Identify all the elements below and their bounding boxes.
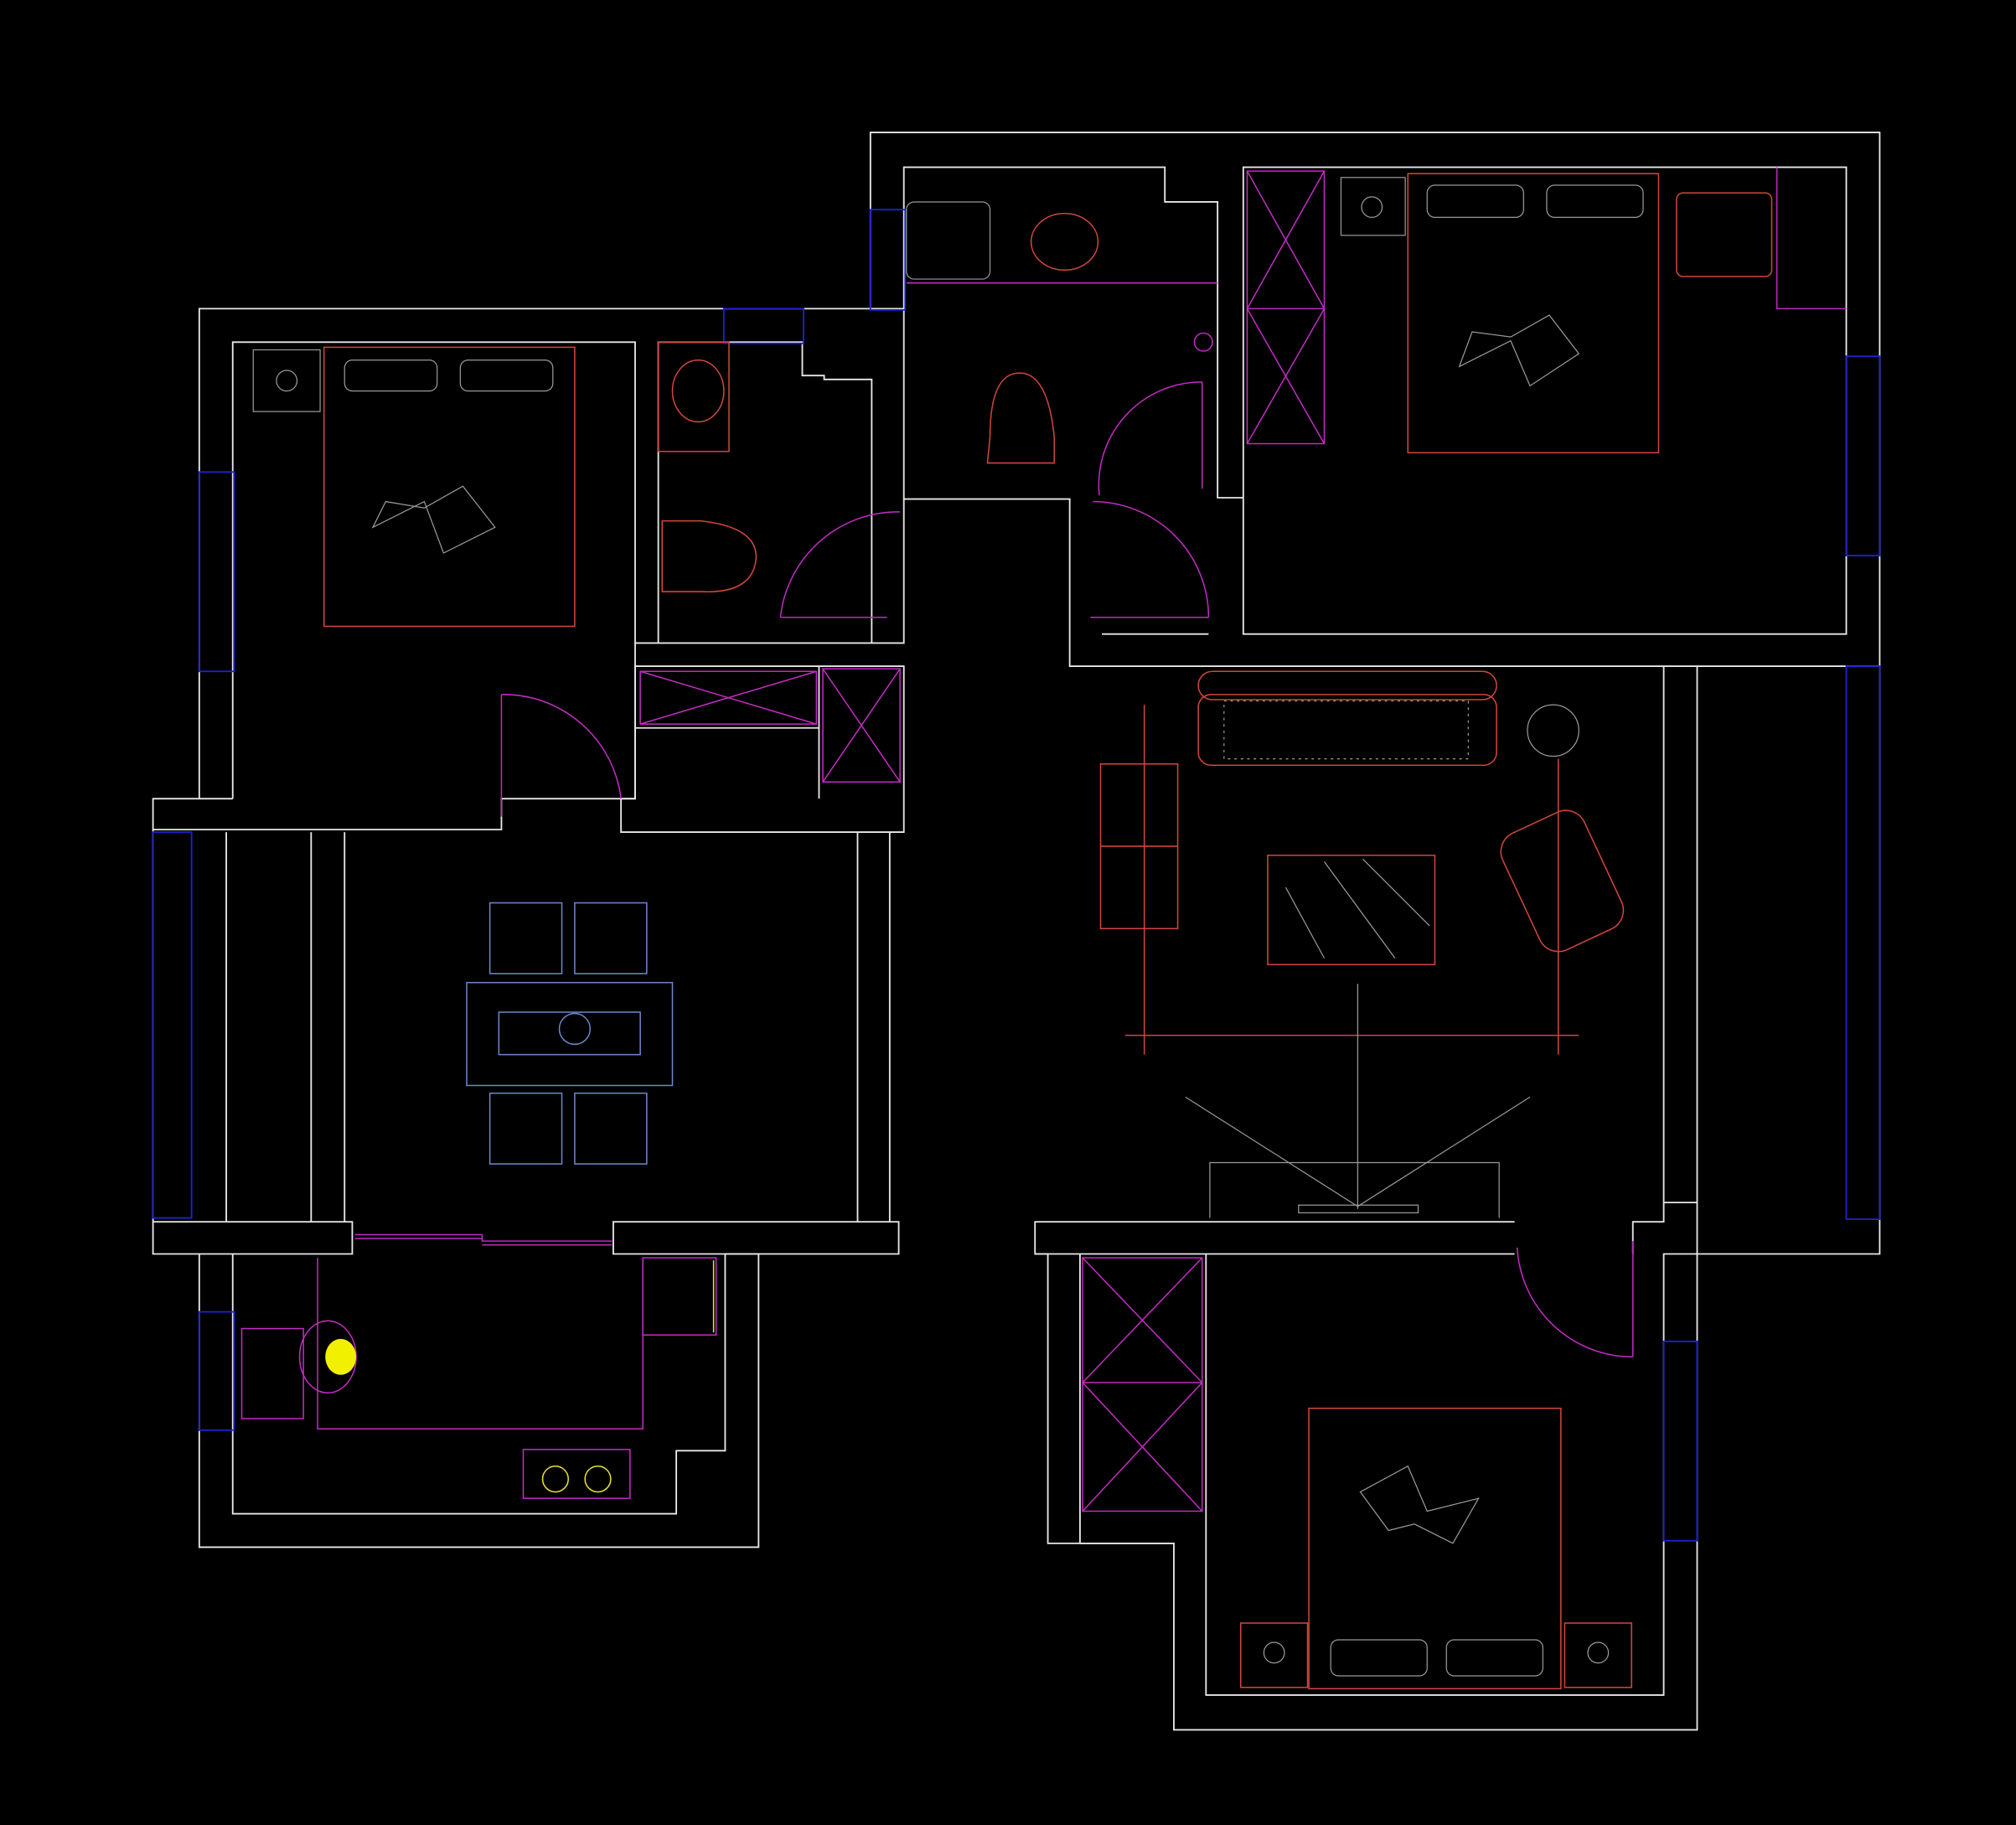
wardrobe-hall <box>639 670 818 725</box>
dining-chair <box>574 902 648 975</box>
dining-table <box>466 981 674 1087</box>
desk <box>1776 167 1847 310</box>
dining-walls <box>152 830 900 1255</box>
burner-icon <box>584 1466 612 1493</box>
basin-icon <box>1030 213 1099 271</box>
cushion-icon <box>371 485 496 554</box>
dining-chair <box>488 902 563 975</box>
bed <box>1308 1407 1562 1690</box>
pillow <box>1445 1639 1543 1677</box>
sofa <box>1197 694 1497 767</box>
walls <box>152 132 1881 1731</box>
viewing-lines <box>1185 1096 1531 1207</box>
shower-tray <box>906 201 991 280</box>
counter <box>317 1258 644 1430</box>
bed <box>1407 173 1660 454</box>
left-bedroom-furniture <box>252 346 576 628</box>
sofa-back <box>1197 670 1497 701</box>
lamp-icon <box>276 370 298 392</box>
person-head <box>325 1338 357 1375</box>
sliding-door-kitchen <box>354 1233 613 1246</box>
armchair <box>1500 809 1625 953</box>
pillow <box>1426 184 1524 219</box>
window-dining <box>152 831 193 1219</box>
wardrobe-right-bedroom <box>1246 170 1326 445</box>
door-bath2 <box>1098 381 1203 496</box>
glass-reflection <box>1285 858 1430 959</box>
floor-lamp-icon <box>1527 704 1579 757</box>
window-right-bedroom <box>1845 355 1881 556</box>
dining-chair <box>488 1092 563 1165</box>
pillow <box>1330 1639 1428 1677</box>
bath2-walls <box>870 166 1848 635</box>
sink-icon <box>671 359 725 423</box>
tv-icon <box>1298 1204 1419 1214</box>
floor-drain-icon <box>1193 332 1213 352</box>
stove <box>522 1449 631 1499</box>
pillow <box>1546 184 1644 219</box>
window-bottom-bedroom <box>1662 1340 1698 1542</box>
sofa-cushions <box>1223 700 1469 760</box>
doors <box>354 381 1634 1358</box>
wardrobes <box>639 170 1326 1512</box>
left-bedroom-outer <box>198 308 871 799</box>
windows <box>152 209 1881 1542</box>
door-bath1 <box>779 511 901 618</box>
dining-furniture <box>466 902 674 1165</box>
refrigerator <box>642 1257 717 1336</box>
window-kitchen <box>198 1311 235 1431</box>
nightstand <box>252 349 321 412</box>
bottom-bedroom-walls <box>1035 666 1698 1696</box>
window-bath1 <box>722 308 804 344</box>
closet-block <box>620 665 905 833</box>
nightstand <box>1564 1622 1632 1688</box>
kitchen-walls <box>198 1253 760 1548</box>
wardrobe-bottom-bedroom <box>1082 1257 1203 1512</box>
right-bedroom-furniture <box>1340 167 1847 454</box>
armchair <box>1676 192 1773 277</box>
wardrobe-hall-2 <box>822 668 901 783</box>
nightstand <box>1340 177 1406 236</box>
vanity <box>657 341 730 452</box>
table-glass <box>498 1011 641 1056</box>
nightstand <box>1239 1622 1309 1688</box>
toilet-icon <box>986 372 1056 464</box>
bath2-fixtures <box>906 201 1218 464</box>
coffee-table <box>1267 854 1436 965</box>
bed <box>323 346 576 628</box>
toilet-icon <box>661 520 757 592</box>
door-right-bedroom <box>1090 500 1210 618</box>
kitchen-furniture <box>240 1257 717 1499</box>
lamp-icon <box>1263 1641 1285 1664</box>
left-bedroom-inner <box>152 341 636 830</box>
bottom-bedroom-furniture <box>1239 1407 1632 1690</box>
pillow <box>344 359 438 392</box>
cushion-icon <box>1458 314 1580 387</box>
tv-wall <box>1209 1161 1500 1218</box>
lamp-icon <box>1587 1641 1610 1664</box>
dining-chair <box>574 1092 648 1165</box>
cushion-icon <box>1359 1465 1480 1544</box>
door-bottom-bedroom <box>1516 1241 1634 1358</box>
window-bath2 <box>869 209 907 311</box>
centerpiece-icon <box>558 1012 592 1046</box>
bath1-fixtures <box>657 341 757 592</box>
rug-outline <box>1124 705 1579 1055</box>
burner-icon <box>541 1466 569 1493</box>
double-sink <box>240 1327 304 1419</box>
lamp-icon <box>1361 196 1383 219</box>
pillow <box>459 359 554 392</box>
door-left-bedroom <box>500 694 622 817</box>
window-living <box>1845 665 1881 1220</box>
living-room-furniture <box>1099 670 1625 1214</box>
window-left-bedroom <box>198 471 235 673</box>
